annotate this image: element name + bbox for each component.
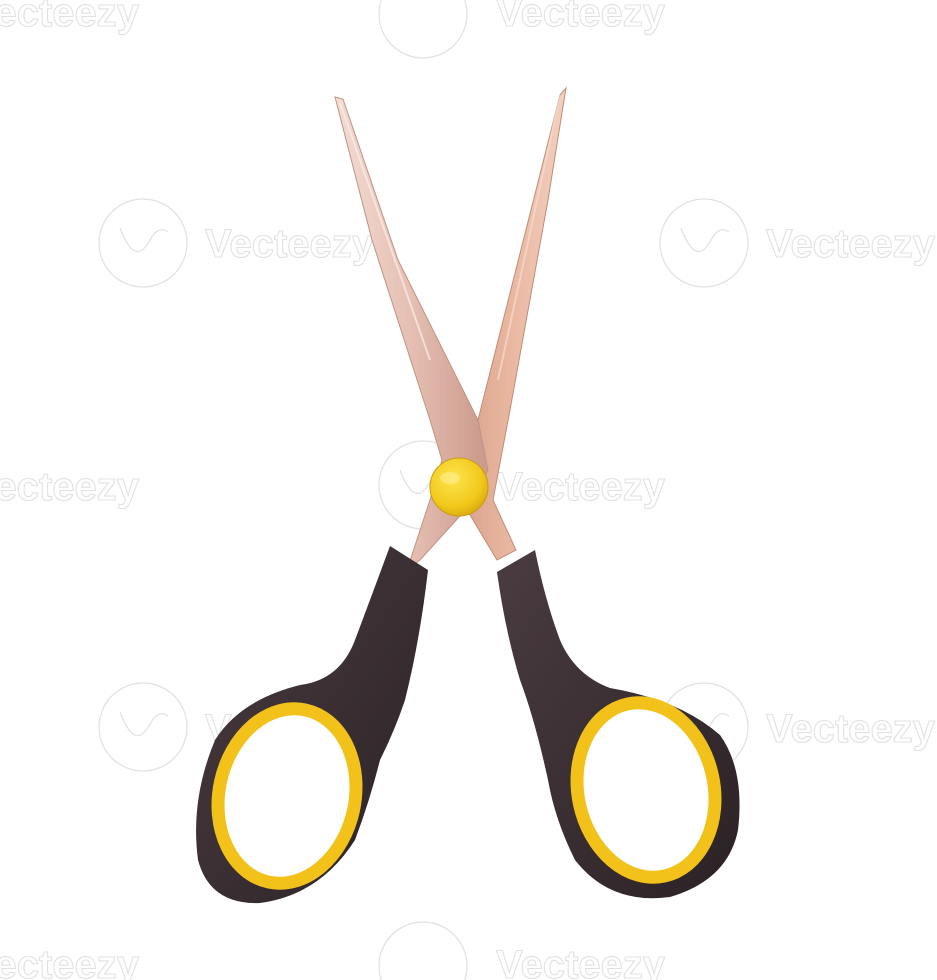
watermark-text: Vecteezy bbox=[766, 707, 936, 751]
watermark-logo-icon bbox=[659, 198, 749, 288]
left-blade bbox=[334, 96, 489, 572]
watermark-logo-icon bbox=[98, 682, 188, 772]
watermark-text: Vecteezy bbox=[0, 943, 140, 980]
watermark-text: Vecteezy bbox=[496, 465, 666, 509]
right-handle bbox=[497, 550, 740, 899]
watermark-text: Vecteezy bbox=[205, 222, 375, 266]
watermark-logo-icon bbox=[98, 198, 188, 288]
watermark-text: Vecteezy bbox=[0, 0, 140, 35]
watermark-text: Vecteezy bbox=[496, 943, 666, 980]
watermark-text: Vecteezy bbox=[766, 222, 936, 266]
watermark-logo-icon bbox=[378, 0, 468, 59]
watermark-text: Vecteezy bbox=[496, 0, 666, 35]
watermark-logo-icon bbox=[378, 921, 468, 980]
watermark-text: Vecteezy bbox=[0, 465, 140, 509]
pivot-screw bbox=[429, 457, 489, 517]
left-handle bbox=[196, 546, 428, 904]
